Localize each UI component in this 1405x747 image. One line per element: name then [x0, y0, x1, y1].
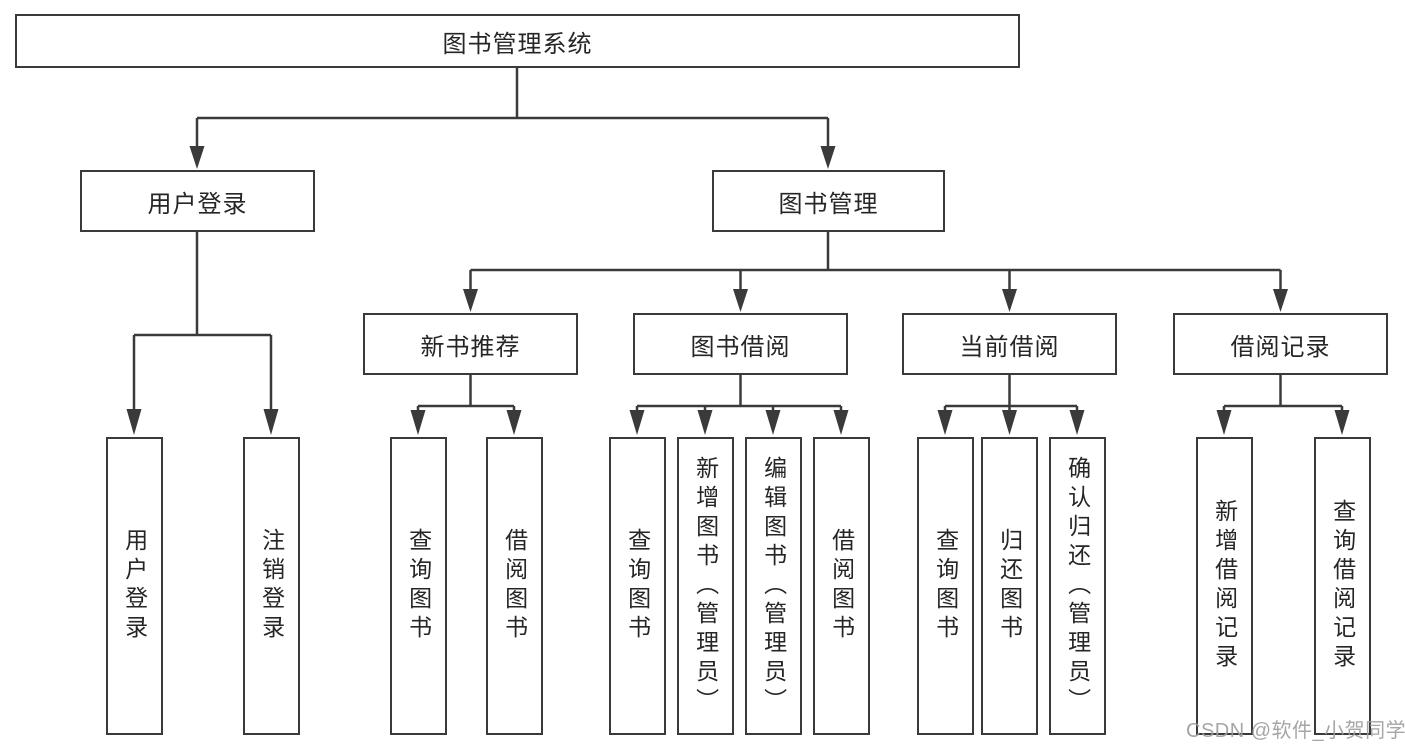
node-label: 新书推荐: [420, 333, 521, 361]
node-library-management-system: 图书管理系统: [15, 14, 1020, 68]
node-label: 用户登录: [147, 190, 248, 218]
node-user-login: 用户登录: [80, 170, 315, 232]
leaf-edit-books-admin: 编辑图书（管理员）: [744, 437, 802, 735]
node-book-borrow: 图书借阅: [633, 313, 848, 375]
leaf-confirm-return-admin: 确认归还（管理员）: [1048, 437, 1106, 735]
connector-userlogin-group: [132, 232, 273, 413]
node-label: 查询借阅记录: [1329, 499, 1356, 673]
arrowheads-level1: [189, 146, 836, 169]
leaf-query-books-borrow: 查询图书: [608, 437, 666, 735]
leaf-query-books-recommend: 查询图书: [389, 437, 447, 735]
node-label: 注销登录: [258, 528, 285, 644]
node-label: 查询图书: [932, 528, 959, 644]
leaf-add-borrow-record: 新增借阅记录: [1195, 437, 1253, 735]
leaf-query-borrow-record: 查询借阅记录: [1313, 437, 1371, 735]
leaf-borrow-books: 借阅图书: [812, 437, 870, 735]
node-label: 确认归还（管理员）: [1064, 455, 1091, 717]
node-label: 新增图书（管理员）: [692, 455, 719, 717]
node-book-management: 图书管理: [712, 170, 945, 232]
csdn-watermark: CSDN @软件_小贺同学: [1186, 720, 1405, 742]
node-label: 图书借阅: [690, 333, 791, 361]
leaf-query-books-current: 查询图书: [916, 437, 974, 735]
arrowheads-level2: [463, 289, 1288, 312]
node-label: 编辑图书（管理员）: [760, 455, 787, 717]
node-label: 新增借阅记录: [1211, 499, 1238, 673]
connector-currentborrow-group: [943, 374, 1079, 414]
connector-bookmgmt-to-level2: [469, 232, 1282, 293]
node-label: 当前借阅: [959, 333, 1060, 361]
connector-bookborrow-group: [635, 374, 843, 414]
node-label: 归还图书: [996, 528, 1023, 644]
node-label: 用户登录: [121, 528, 148, 644]
node-label: 借阅图书: [501, 528, 528, 644]
node-label: 图书管理: [778, 190, 879, 218]
leaf-return-books: 归还图书: [980, 437, 1038, 735]
arrowheads-leaves: [126, 409, 1350, 435]
connector-records-group: [1222, 374, 1344, 414]
connector-root-to-level1: [195, 68, 830, 150]
node-label: 图书管理系统: [442, 30, 593, 58]
leaf-add-books-admin: 新增图书（管理员）: [676, 437, 734, 735]
node-label: 借阅记录: [1230, 333, 1331, 361]
leaf-borrow-books-recommend: 借阅图书: [485, 437, 543, 735]
leaf-user-login: 用户登录: [105, 437, 163, 735]
node-label: 借阅图书: [828, 528, 855, 644]
node-label: 查询图书: [624, 528, 651, 644]
connector-newbook-group: [416, 374, 516, 414]
node-label: 查询图书: [405, 528, 432, 644]
node-borrow-records: 借阅记录: [1173, 313, 1388, 375]
node-current-borrow: 当前借阅: [902, 313, 1117, 375]
node-new-book-recommend: 新书推荐: [363, 313, 578, 375]
leaf-logout: 注销登录: [242, 437, 300, 735]
